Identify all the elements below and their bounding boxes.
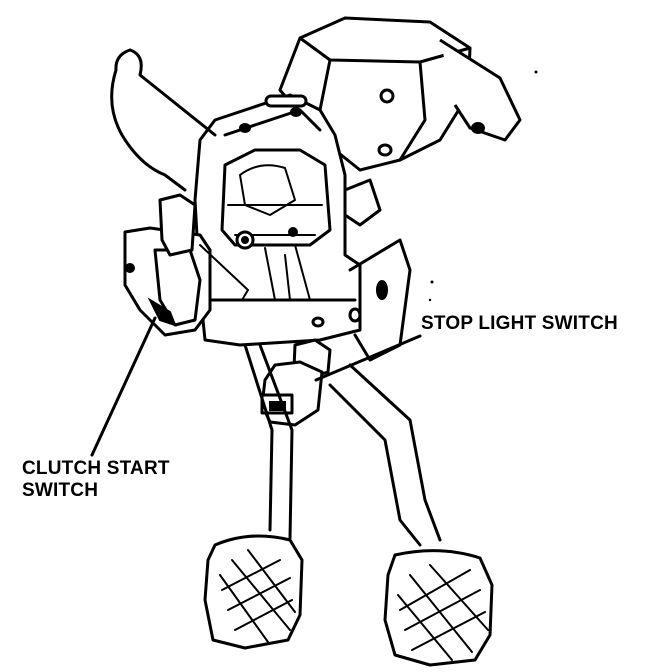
stop-light-switch-label: STOP LIGHT SWITCH [421,313,618,334]
stop-light-leader [314,334,422,382]
clutch-start-switch-label: CLUTCH START SWITCH [22,458,170,502]
stop-light-switch [260,338,332,427]
clutch-rod [110,48,217,192]
clutch-start-switch-label-line1: CLUTCH START [22,458,170,479]
clutch-start-switch [123,193,249,337]
clutch-start-switch-label-line2: SWITCH [22,480,99,501]
clutch-pedal [203,343,304,650]
brake-pedal [328,363,494,667]
clutch-start-leader [90,316,157,457]
